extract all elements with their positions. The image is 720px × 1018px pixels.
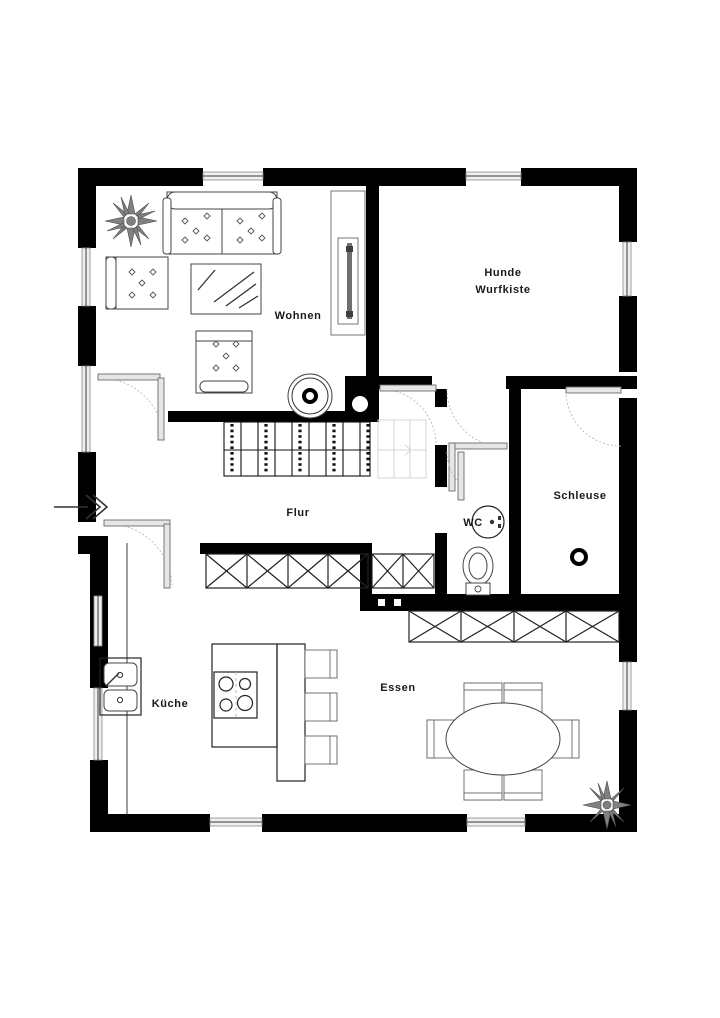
entrance-direction-arrow <box>54 494 109 520</box>
wall-hunde-south-b <box>506 376 637 389</box>
wall-wc-west-a <box>435 445 447 487</box>
staircase <box>223 419 427 479</box>
exterior-walls <box>78 168 637 832</box>
wardrobe-essen <box>408 610 620 643</box>
door-hunde-flur[interactable] <box>379 384 437 446</box>
sofa-two-seat <box>162 191 282 255</box>
wall-west-b <box>78 306 96 366</box>
room-label-flur: Flur <box>286 507 309 519</box>
potted-plant-bottom-right <box>582 780 632 830</box>
window-left-4 <box>93 687 103 761</box>
wall-notch-2 <box>394 599 401 606</box>
wall-notch-1 <box>378 599 385 606</box>
wall-west-a <box>78 168 96 248</box>
wall-north-a <box>78 168 203 186</box>
toilet <box>462 546 494 596</box>
floor-drain <box>570 548 588 566</box>
wood-stove <box>287 373 368 419</box>
potted-plant-top-left <box>104 194 158 248</box>
wall-wohnen-hunde <box>366 180 379 376</box>
room-labels: Wohnen Hunde Wurfkiste Flur WC Schleuse … <box>152 267 606 710</box>
wall-essen-north-b <box>521 594 637 611</box>
window-bottom-1 <box>209 817 263 827</box>
wall-south-b <box>262 814 467 832</box>
dining-chair-x6 <box>426 682 580 801</box>
wall-east-a <box>619 168 637 242</box>
window-top-1 <box>202 171 264 181</box>
room-label-wohnen: Wohnen <box>275 310 322 322</box>
wall-essen-north <box>446 594 521 611</box>
entrance-door[interactable] <box>103 519 173 589</box>
cooktop <box>213 671 258 719</box>
kitchen-fixtures <box>99 543 338 814</box>
dining-set <box>426 682 632 830</box>
wall-north-c <box>521 168 637 186</box>
wall-east-b <box>619 296 637 372</box>
window-right-1 <box>622 241 632 297</box>
doors-group <box>97 373 622 589</box>
windows-group <box>81 171 632 827</box>
wall-flur-south <box>360 594 446 611</box>
interior-walls <box>168 180 637 611</box>
wall-east-d <box>619 710 637 832</box>
coffee-table <box>190 263 262 315</box>
furniture-wohnen <box>104 190 368 419</box>
armchair-bottom <box>195 330 253 394</box>
room-label-hunde-line2: Wurfkiste <box>475 284 530 296</box>
door-wc[interactable] <box>446 451 465 501</box>
room-label-hunde-line1: Hunde <box>484 267 521 279</box>
window-right-2 <box>622 661 632 711</box>
wall-flur-kueche <box>200 543 367 554</box>
bar-stool-2 <box>304 692 338 722</box>
wall-wc-east <box>509 389 521 594</box>
tv-cabinet <box>330 190 366 336</box>
wardrobe-flur <box>205 553 369 589</box>
window-bottom-2 <box>466 817 526 827</box>
wall-west-c <box>78 452 96 522</box>
wall-south-a <box>90 814 210 832</box>
wall-flur-east <box>360 543 372 595</box>
kitchen-sink <box>99 657 142 716</box>
wardrobe-flur-stub <box>371 553 435 589</box>
door-schleuse-outside[interactable] <box>565 386 622 447</box>
room-label-schleuse: Schleuse <box>553 490 606 502</box>
bar-stool-1 <box>304 649 338 679</box>
bar-stool-3 <box>304 735 338 765</box>
room-label-essen: Essen <box>380 682 415 694</box>
window-left-2 <box>81 365 91 453</box>
room-label-wc: WC <box>463 517 483 529</box>
wall-wc-west-b <box>435 389 447 407</box>
wall-north-b <box>263 168 466 186</box>
door-schleuse-hunde[interactable] <box>446 388 508 492</box>
room-label-kueche: Küche <box>152 698 189 710</box>
window-top-2 <box>465 171 522 181</box>
dining-table-oval <box>445 702 561 776</box>
door-wohnen-flur[interactable] <box>97 373 165 443</box>
window-left-1 <box>81 247 91 307</box>
wc-fixtures <box>462 505 505 596</box>
wall-east-c <box>619 398 637 662</box>
wall-wohnen-south <box>168 411 367 422</box>
washbasin <box>471 505 505 539</box>
wall-wc-west-c <box>435 533 447 595</box>
window-left-3 <box>93 595 103 647</box>
armchair-left <box>105 256 169 310</box>
